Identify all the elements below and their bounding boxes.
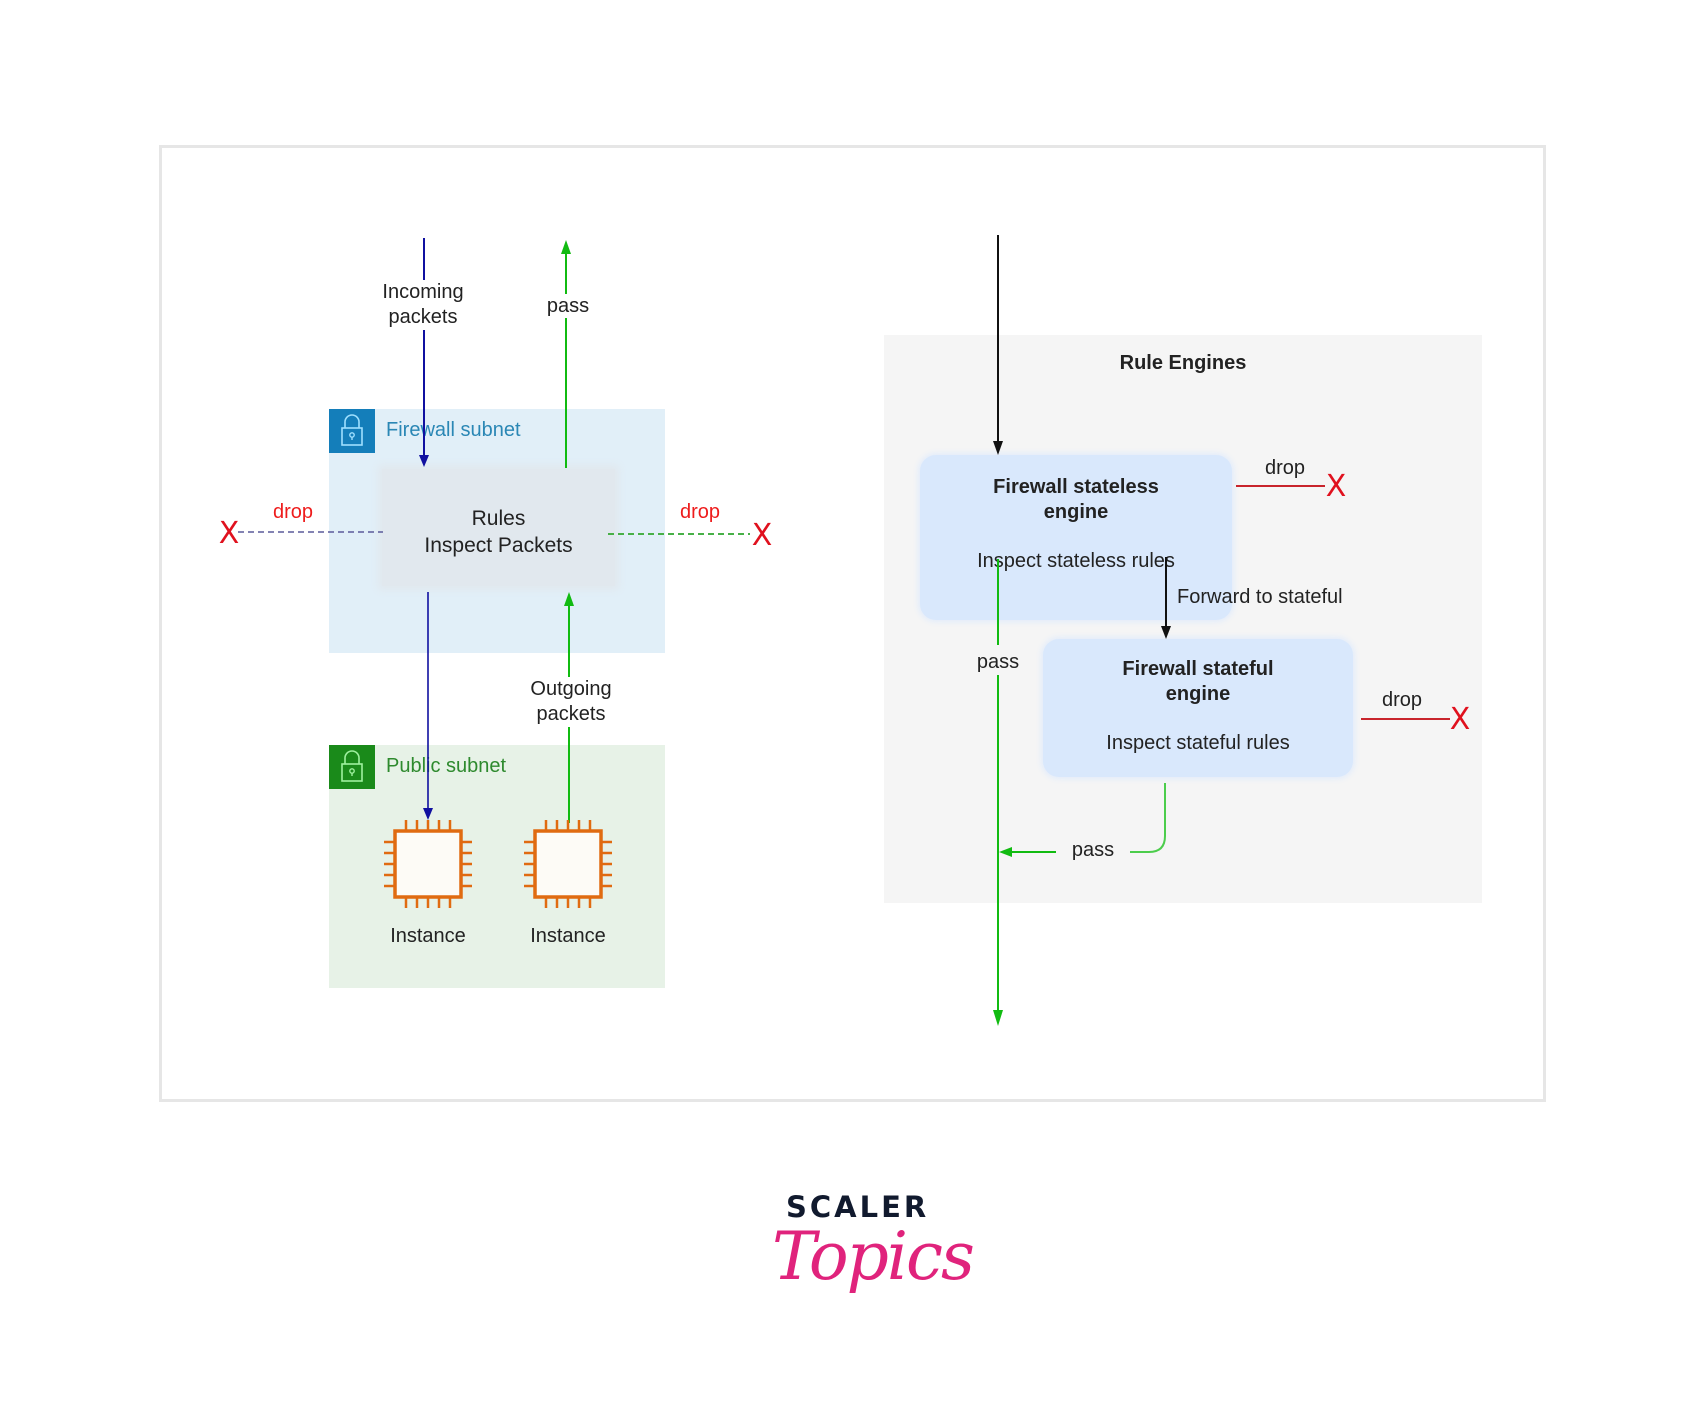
logo-topics-text: Topics (772, 1218, 975, 1295)
firewall-subnet-title: Firewall subnet (386, 419, 521, 441)
inspect-packets-label: Inspect Packets (424, 534, 573, 557)
pass-up-arrowhead (561, 240, 571, 254)
chip-icon (524, 820, 612, 908)
chip-icon (384, 820, 472, 908)
rules-label: Rules (471, 507, 526, 530)
stateful-engine-box: Firewall stateful engine Inspect statefu… (1043, 639, 1353, 777)
stateful-engine-title-1: Firewall stateful (1122, 658, 1274, 680)
lock-icon (329, 409, 375, 453)
incoming-label-line2: packets (388, 306, 458, 328)
stateless-engine-title-1: Firewall stateless (993, 476, 1159, 498)
pass-label-vertical: pass (976, 651, 1020, 673)
outgoing-label-line1: Outgoing (530, 678, 612, 700)
stateless-engine-box: Firewall stateless engine Inspect statel… (920, 455, 1232, 620)
drop-x-icon: X (1449, 702, 1471, 737)
stateful-pass-curve (1130, 783, 1166, 853)
rules-inspect-box: Rules Inspect Packets (382, 469, 615, 586)
forward-to-stateful-label: Forward to stateful (1177, 586, 1343, 608)
stateful-engine-subtitle: Inspect stateful rules (1106, 732, 1290, 754)
forward-arrowhead (1161, 626, 1171, 639)
incoming-arrowhead (419, 455, 429, 467)
public-subnet-title: Public subnet (386, 755, 507, 777)
drop-x-icon: X (218, 516, 240, 551)
pass-label-top: pass (544, 294, 592, 318)
to-instance-arrowhead (423, 808, 433, 820)
scaler-topics-logo: SCALER Topics (770, 1182, 975, 1312)
stateless-engine-subtitle: Inspect stateless rules (977, 550, 1175, 572)
rule-engines-title: Rule Engines (1119, 352, 1247, 374)
drop-x-icon: X (751, 518, 773, 553)
pass-label-stateful: pass (1071, 839, 1115, 861)
pass-vertical-arrowhead (993, 1010, 1003, 1026)
drop-x-icon: X (1325, 469, 1347, 504)
public-subnet: Public subnet (329, 745, 665, 988)
lock-icon (329, 745, 375, 789)
drop-label-left: drop (272, 501, 314, 523)
instance-label: Instance (390, 925, 466, 947)
drop-label-stateless: drop (1264, 457, 1306, 479)
drop-label-stateful: drop (1381, 689, 1423, 711)
engine-input-arrowhead (993, 441, 1003, 455)
outgoing-arrowhead (564, 592, 574, 606)
logo-scaler-text: SCALER (786, 1190, 930, 1224)
incoming-packets-label: Incoming packets (380, 280, 466, 330)
stateful-pass-arrowhead (999, 847, 1012, 857)
stateless-engine-title-2: engine (1043, 501, 1109, 523)
stateful-engine-title-2: engine (1165, 683, 1231, 705)
instance-label: Instance (530, 925, 606, 947)
outgoing-label-line2: packets (536, 703, 606, 725)
outgoing-packets-label: Outgoing packets (528, 677, 614, 727)
drop-label-right: drop (679, 501, 721, 523)
incoming-label-line1: Incoming (382, 281, 464, 303)
